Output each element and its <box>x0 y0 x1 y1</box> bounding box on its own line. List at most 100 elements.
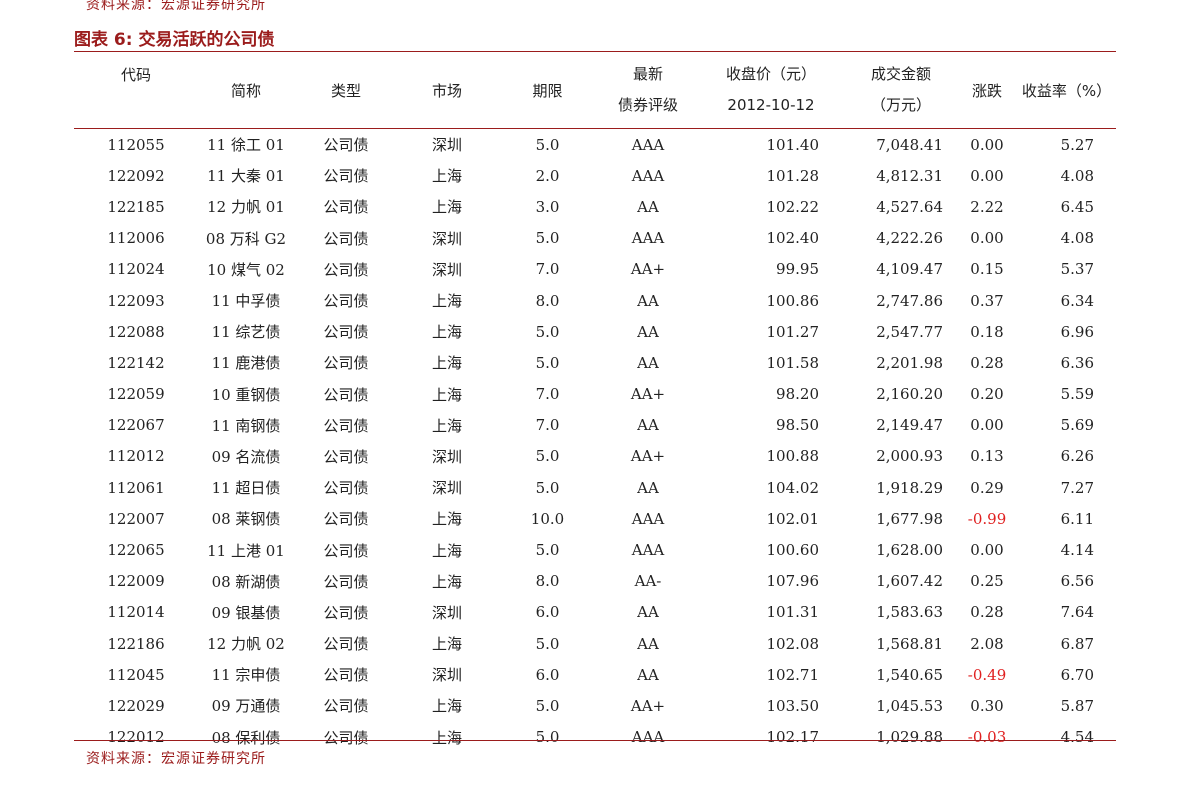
cell-price: 100.86 <box>766 291 820 310</box>
cell-rating: AAA <box>631 541 665 560</box>
cell-yield: 6.70 <box>1060 665 1094 684</box>
cell-market: 上海 <box>431 167 462 186</box>
cell-name: 08 莱钢债 <box>211 510 281 529</box>
cell-code: 112061 <box>107 478 165 497</box>
cell-code: 122088 <box>107 322 165 341</box>
cell-type: 公司债 <box>323 292 369 311</box>
cell-rating: AAA <box>631 229 665 248</box>
cell-term: 3.0 <box>535 197 560 216</box>
cell-market: 上海 <box>431 385 462 404</box>
cell-rating: AA <box>637 353 659 372</box>
cell-term: 5.0 <box>535 322 560 341</box>
cell-yield: 4.54 <box>1060 728 1094 747</box>
col-header-yield: 收益率（%） <box>1017 52 1116 129</box>
cell-type: 公司债 <box>323 603 369 622</box>
cell-code: 112024 <box>107 260 165 279</box>
cell-amount: 1,628.00 <box>876 541 943 560</box>
cell-market: 深圳 <box>431 136 462 155</box>
cell-code: 122007 <box>107 509 165 528</box>
col-header-term: 期限 <box>496 52 599 129</box>
cell-price: 107.96 <box>766 572 820 591</box>
cell-yield: 6.56 <box>1060 572 1094 591</box>
cell-code: 122186 <box>107 634 165 653</box>
cell-name: 09 银基债 <box>211 603 281 622</box>
cell-term: 10.0 <box>530 509 565 528</box>
cell-amount: 1,568.81 <box>876 634 943 653</box>
cell-rating: AAA <box>631 166 665 185</box>
cell-name: 11 徐工 01 <box>207 136 285 155</box>
cell-price: 101.58 <box>766 353 820 372</box>
cell-name: 11 中孚债 <box>211 292 281 311</box>
cell-amount: 1,918.29 <box>876 478 943 497</box>
cell-rating: AA- <box>634 572 662 591</box>
cell-yield: 6.45 <box>1060 197 1094 216</box>
cell-rating: AA <box>637 197 659 216</box>
cell-market: 深圳 <box>431 447 462 466</box>
cell-change: -0.03 <box>967 728 1007 747</box>
cell-code: 122093 <box>107 291 165 310</box>
cell-price: 102.22 <box>766 197 820 216</box>
cell-amount: 1,583.63 <box>876 603 943 622</box>
cell-name: 11 上港 01 <box>207 541 285 560</box>
cell-yield: 6.26 <box>1060 447 1094 466</box>
col-header-price-line1: 收盘价（元） <box>725 65 816 83</box>
cell-type: 公司债 <box>323 354 369 373</box>
cell-code: 112014 <box>107 603 165 622</box>
cell-type: 公司债 <box>323 385 369 404</box>
cell-price: 103.50 <box>766 696 820 715</box>
cell-rating: AA+ <box>630 696 666 715</box>
cell-market: 上海 <box>431 416 462 435</box>
cell-term: 6.0 <box>535 603 560 622</box>
cell-change: 2.08 <box>970 634 1004 653</box>
cell-name: 12 力帆 01 <box>207 198 285 217</box>
cell-change: -0.99 <box>967 509 1007 528</box>
col-header-rating-line1: 最新 <box>632 65 663 83</box>
cell-change: 0.29 <box>970 478 1004 497</box>
col-header-code: 代码 <box>74 52 198 129</box>
cell-yield: 5.69 <box>1060 416 1094 435</box>
cell-change: 0.00 <box>970 416 1004 435</box>
cell-type: 公司债 <box>323 572 369 591</box>
cell-price: 102.71 <box>766 665 820 684</box>
cell-yield: 6.34 <box>1060 291 1094 310</box>
col-header-type: 类型 <box>294 52 398 129</box>
cell-term: 5.0 <box>535 353 560 372</box>
cell-change: 0.30 <box>970 696 1004 715</box>
cell-yield: 7.64 <box>1060 603 1094 622</box>
col-header-price-line2: 2012-10-12 <box>727 96 815 114</box>
cell-yield: 7.27 <box>1060 478 1094 497</box>
cell-type: 公司债 <box>323 198 369 217</box>
col-header-amount: 成交金额 （万元） <box>845 52 957 129</box>
cell-code: 122059 <box>107 385 165 404</box>
table-title: 图表 6: 交易活跃的公司债 <box>74 30 275 50</box>
cell-code: 122029 <box>107 696 165 715</box>
cell-rating: AA <box>637 291 659 310</box>
cell-amount: 1,045.53 <box>876 696 943 715</box>
cell-rating: AA <box>637 478 659 497</box>
cell-change: 0.18 <box>970 322 1004 341</box>
cell-type: 公司债 <box>323 697 369 716</box>
cell-name: 10 重钢债 <box>211 385 281 404</box>
cell-code: 122009 <box>107 572 165 591</box>
source-note: 资料来源：宏源证券研究所 <box>86 751 266 767</box>
cell-yield: 5.87 <box>1060 696 1094 715</box>
cell-yield: 5.27 <box>1060 135 1094 154</box>
cell-name: 11 大秦 01 <box>207 167 285 186</box>
cell-change: 0.13 <box>970 447 1004 466</box>
cell-rating: AA <box>637 603 659 622</box>
cell-amount: 4,812.31 <box>876 166 943 185</box>
col-header-amount-line2: （万元） <box>870 96 931 114</box>
cell-term: 5.0 <box>535 447 560 466</box>
cell-term: 8.0 <box>535 572 560 591</box>
cell-market: 上海 <box>431 198 462 217</box>
